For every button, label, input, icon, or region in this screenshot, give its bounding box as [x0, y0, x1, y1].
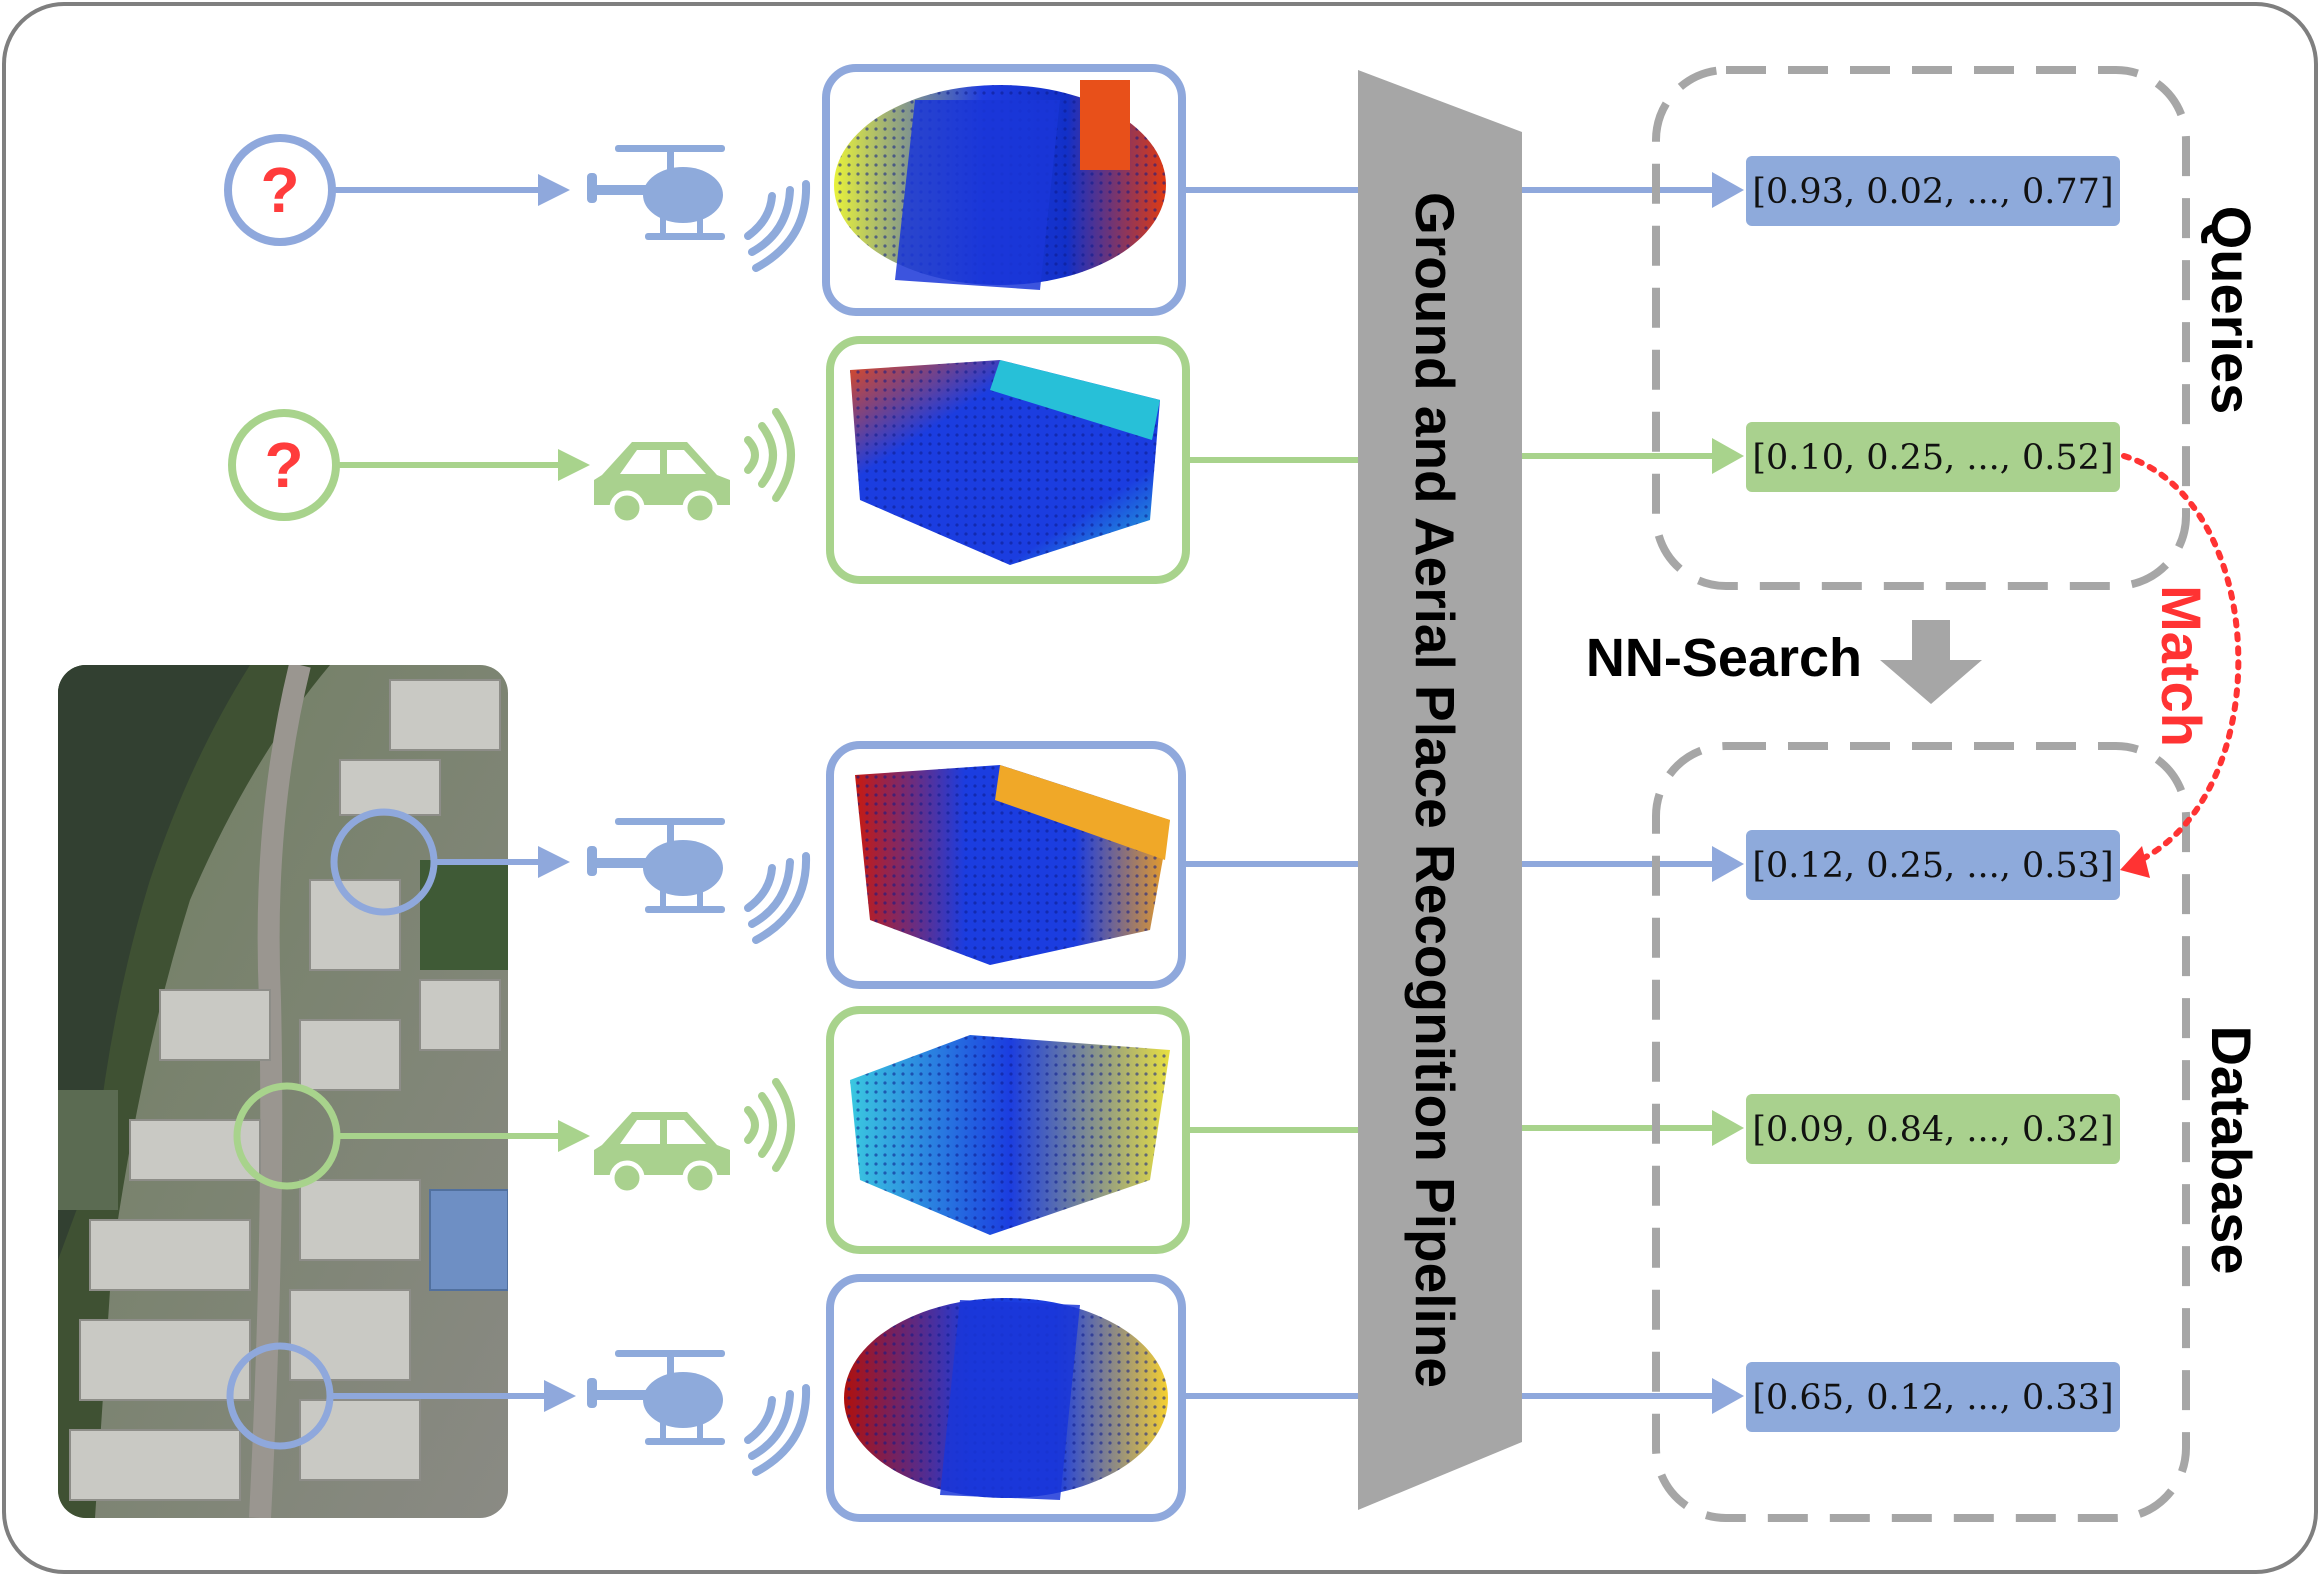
point-cloud-database-aerial-1: [826, 741, 1186, 989]
svg-text:[0.65, 0.12, ..., 0.33]: [0.65, 0.12, ..., 0.33]: [1752, 1378, 2113, 1418]
arrow-down-icon: [1880, 620, 1982, 704]
match-arrow: [2121, 453, 2242, 867]
vector-database-ground: [0.09, 0.84, ..., 0.32]: [1746, 1094, 2120, 1164]
match-label: Match: [2150, 585, 2213, 747]
helicopter-icon: [587, 145, 725, 240]
vector-query-ground: [0.10, 0.25, ..., 0.52]: [1746, 422, 2120, 492]
helicopter-icon: [587, 818, 725, 913]
signal-waves-icon: [744, 180, 811, 272]
svg-text:[0.10, 0.25, ..., 0.52]: [0.10, 0.25, ..., 0.52]: [1752, 438, 2113, 478]
database-group: [1652, 742, 2190, 1522]
output-arrows: [1522, 172, 1744, 1414]
satellite-map: [58, 665, 508, 1518]
question-mark-icon: ?: [260, 154, 299, 226]
signal-waves-icon: [744, 1384, 811, 1476]
vector-database-aerial-1: [0.12, 0.25, ..., 0.53]: [1746, 830, 2120, 900]
connector-lines: [1186, 187, 1358, 1399]
point-cloud-query-aerial: [822, 64, 1186, 316]
nn-search-label: NN-Search: [1586, 628, 1862, 688]
signal-waves-icon: [744, 852, 811, 944]
database-label: Database: [2200, 1025, 2263, 1274]
signal-waves-icon: [744, 408, 795, 502]
svg-text:[0.09, 0.84, ..., 0.32]: [0.09, 0.84, ..., 0.32]: [1752, 1110, 2113, 1150]
question-mark-icon: ?: [264, 429, 303, 501]
vector-database-aerial-2: [0.65, 0.12, ..., 0.33]: [1746, 1362, 2120, 1432]
queries-group: [1652, 66, 2190, 590]
helicopter-icon: [587, 1350, 725, 1445]
signal-waves-icon: [744, 1078, 795, 1172]
queries-label: Queries: [2200, 206, 2263, 415]
point-cloud-database-ground: [826, 1006, 1190, 1254]
pipeline-block: [1358, 70, 1522, 1510]
car-icon: [594, 442, 730, 526]
svg-text:[0.12, 0.25, ..., 0.53]: [0.12, 0.25, ..., 0.53]: [1752, 846, 2113, 886]
pipeline-label: Ground and Aerial Place Recognition Pipe…: [1404, 192, 1466, 1388]
point-cloud-query-ground: [826, 336, 1190, 584]
svg-text:[0.93, 0.02, ..., 0.77]: [0.93, 0.02, ..., 0.77]: [1752, 172, 2113, 212]
point-cloud-database-aerial-2: [826, 1274, 1186, 1522]
vector-query-aerial: [0.93, 0.02, ..., 0.77]: [1746, 156, 2120, 226]
car-icon: [594, 1112, 730, 1196]
